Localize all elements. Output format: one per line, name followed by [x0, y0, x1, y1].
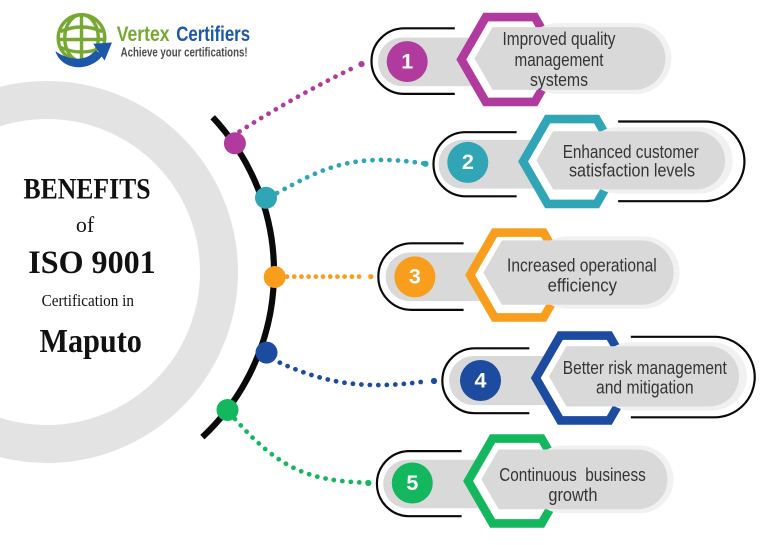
svg-text:satisfaction levels: satisfaction levels: [569, 161, 695, 181]
svg-text:3: 3: [409, 265, 421, 289]
svg-text:of: of: [76, 212, 95, 237]
svg-text:and mitigation: and mitigation: [596, 377, 694, 397]
svg-text:efficiency: efficiency: [548, 276, 617, 296]
svg-text:growth: growth: [548, 485, 597, 505]
svg-text:Better risk management: Better risk management: [563, 358, 727, 378]
svg-text:Certifiers: Certifiers: [176, 23, 250, 46]
svg-text:systems: systems: [530, 70, 588, 90]
svg-text:ISO 9001: ISO 9001: [28, 245, 155, 281]
svg-text:Continuous business: Continuous business: [499, 465, 646, 485]
svg-text:4: 4: [475, 368, 487, 392]
svg-text:2: 2: [462, 150, 474, 174]
svg-text:Improved quality: Improved quality: [503, 29, 616, 49]
svg-text:Increased operational: Increased operational: [507, 256, 657, 276]
svg-text:5: 5: [406, 471, 418, 495]
svg-text:Certification in: Certification in: [42, 291, 135, 310]
svg-text:Vertex: Vertex: [117, 23, 170, 46]
svg-text:management: management: [515, 50, 604, 70]
svg-text:Enhanced customer: Enhanced customer: [563, 142, 699, 162]
svg-text:Maputo: Maputo: [40, 323, 142, 360]
svg-text:1: 1: [401, 49, 413, 73]
svg-text:BENEFITS: BENEFITS: [24, 173, 151, 206]
svg-text:Achieve your certifications!: Achieve your certifications!: [121, 45, 248, 60]
